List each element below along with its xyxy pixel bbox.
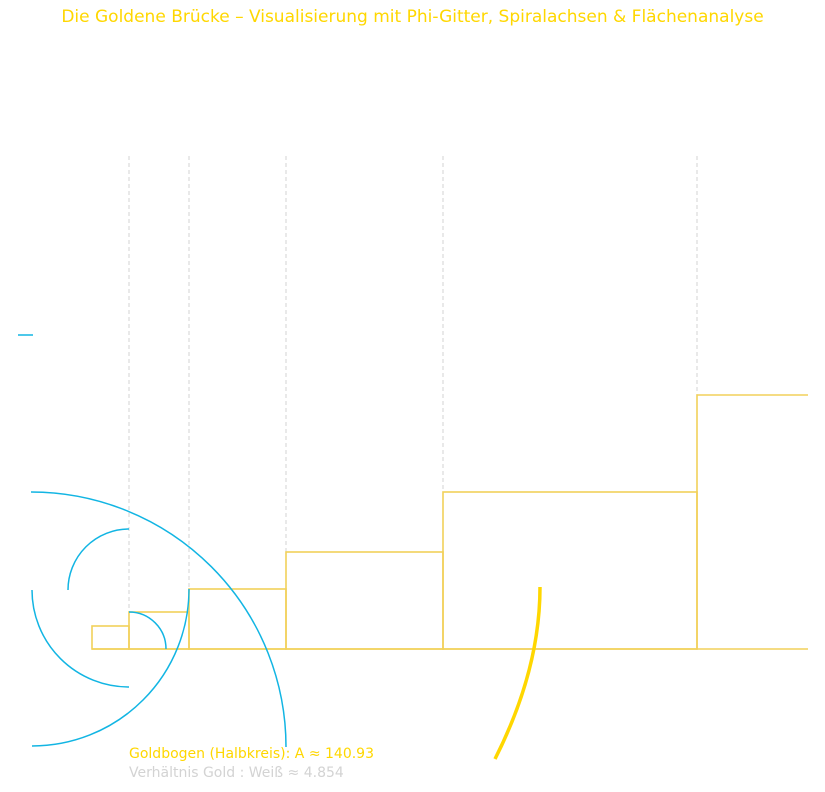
gold-arc [493, 586, 542, 760]
spiral-arc [31, 588, 190, 747]
spiral-arc [31, 589, 130, 688]
spiral-arc [128, 611, 167, 650]
page-title: Die Goldene Brücke – Visualisierung mit … [61, 7, 764, 27]
golden-step [442, 491, 698, 650]
spiral-axes [18, 334, 287, 748]
phi-grid [128, 156, 698, 650]
golden-steps [91, 394, 808, 650]
golden-step [285, 551, 444, 650]
spiral-arc [30, 491, 287, 748]
ratio-annotation: Verhältnis Gold : Weiß ≈ 4.854 [129, 765, 344, 781]
golden-step [91, 625, 130, 650]
area-annotation: Goldbogen (Halbkreis): A ≈ 140.93 [129, 746, 374, 762]
spiral-arc [67, 528, 130, 591]
golden-step [696, 394, 808, 649]
